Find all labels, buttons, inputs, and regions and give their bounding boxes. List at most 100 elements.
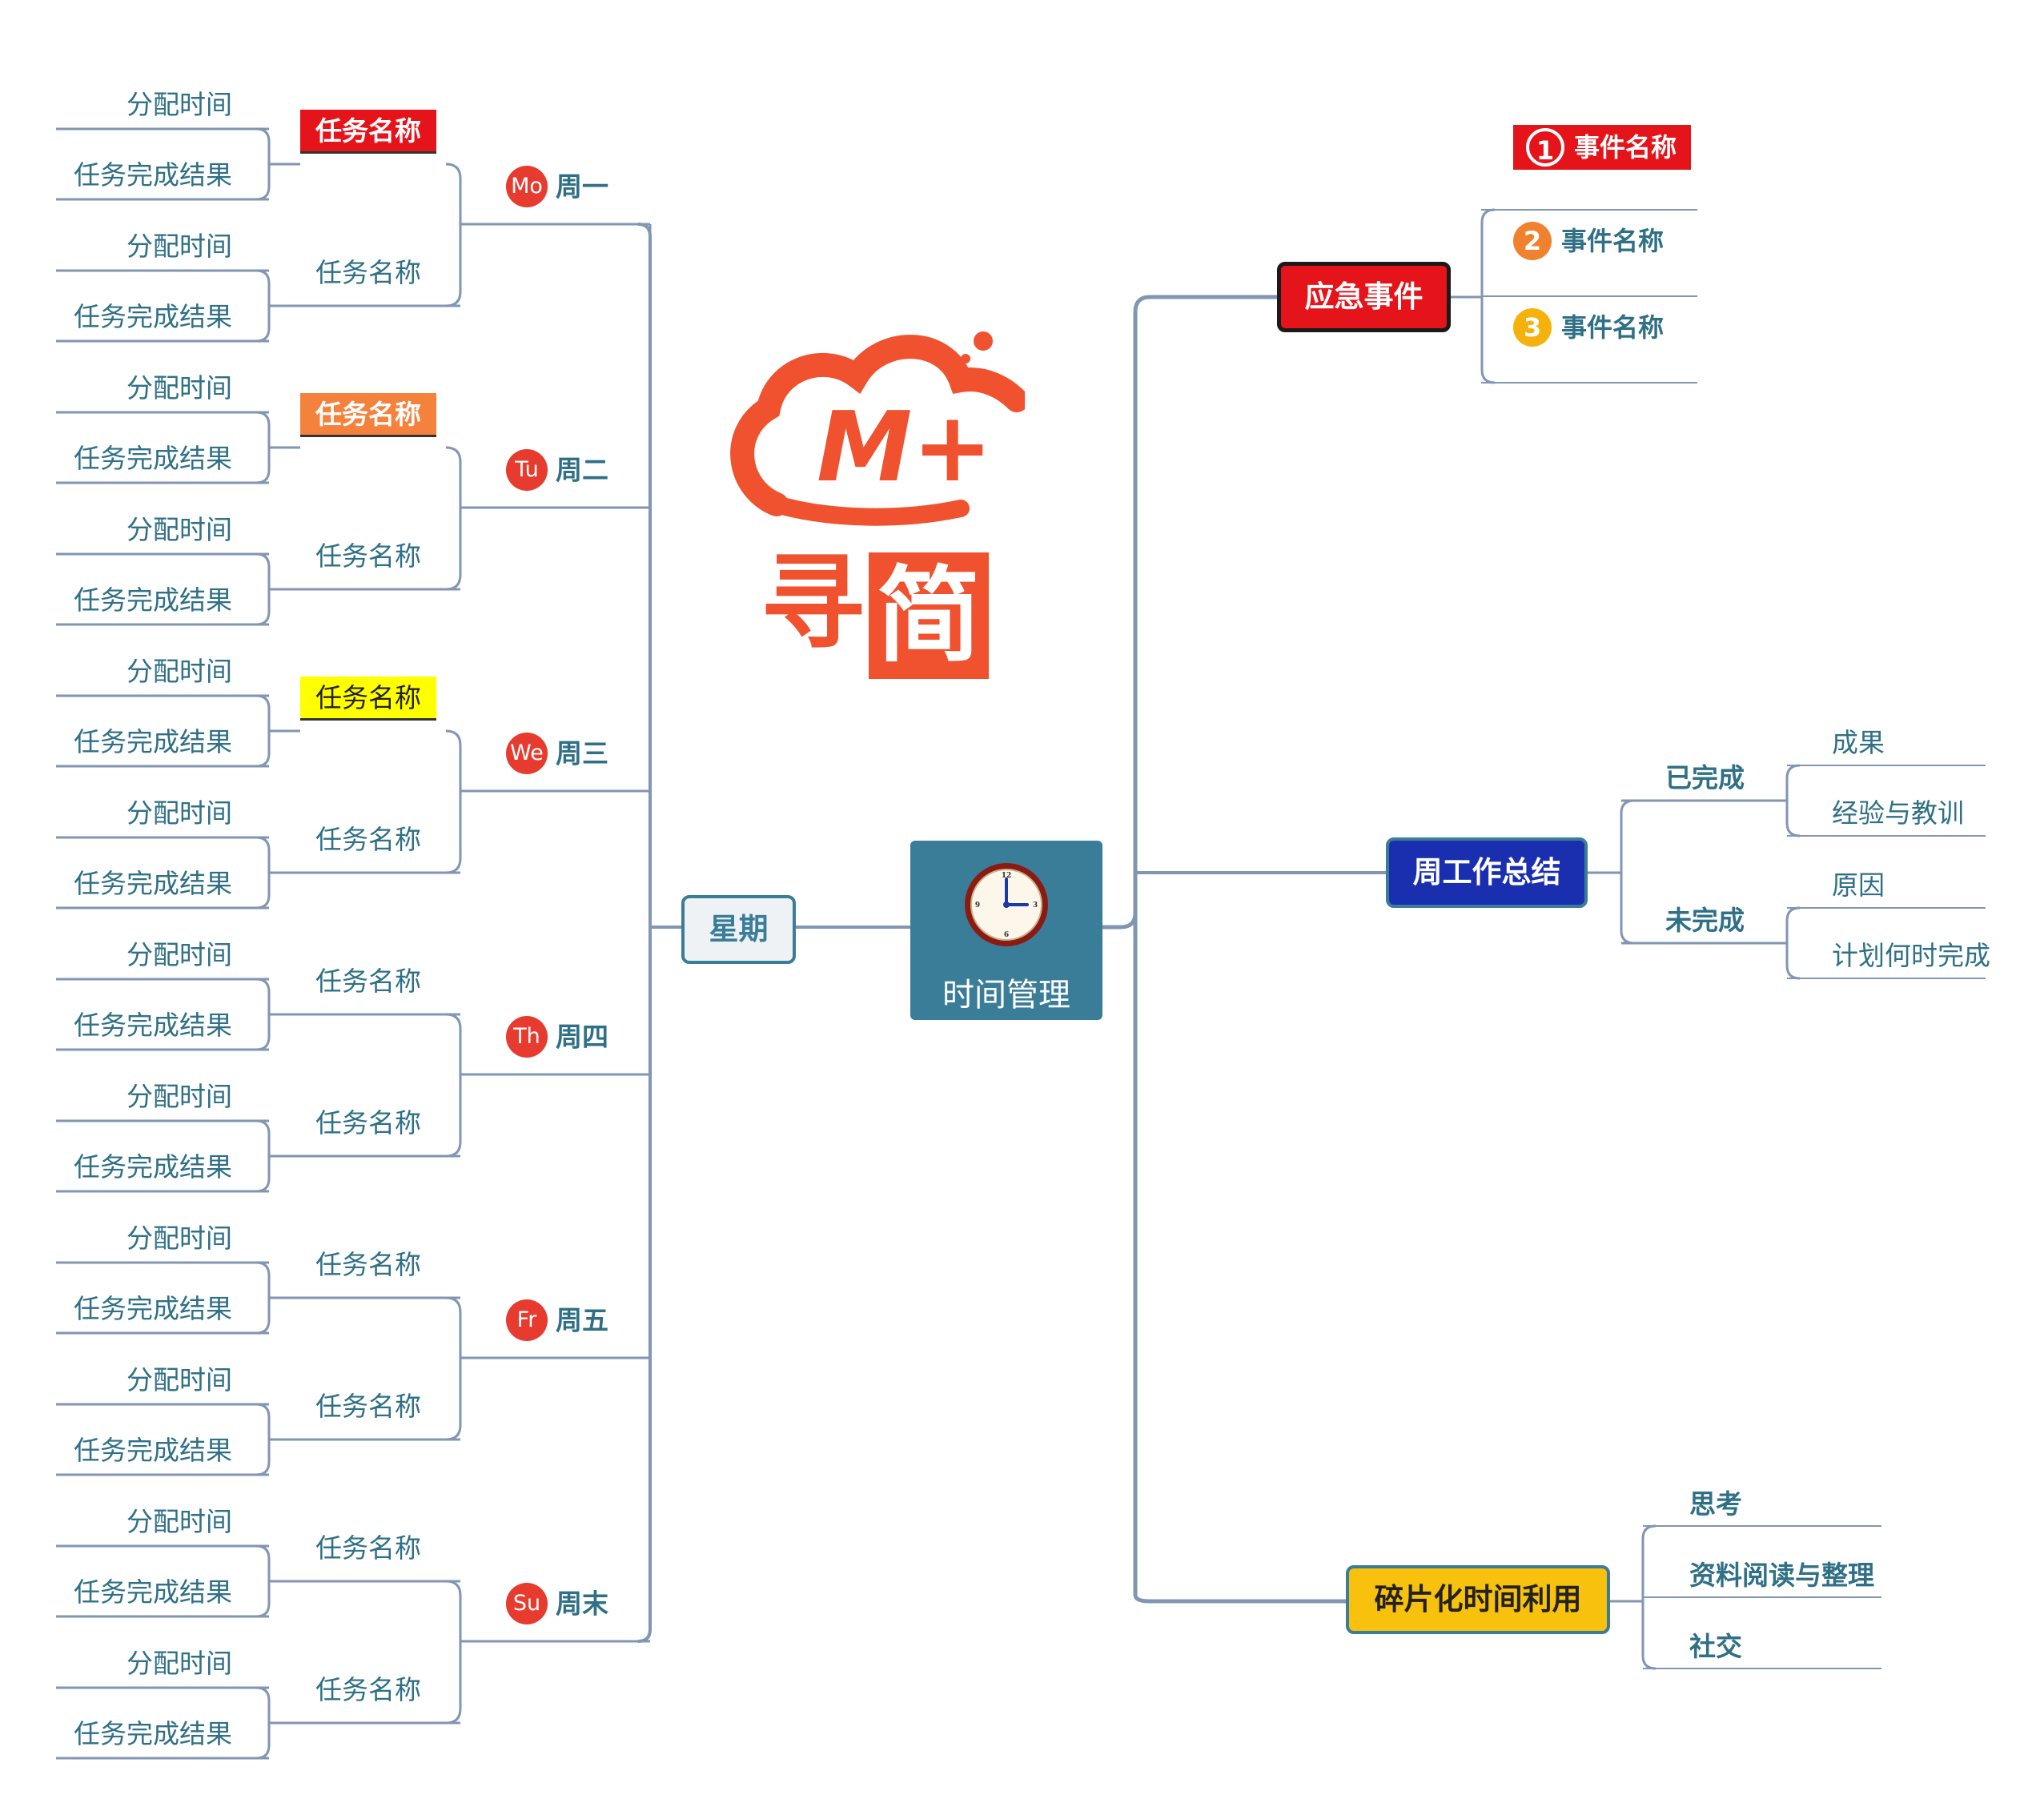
leaf-allocated-time[interactable]: 分配时间 — [126, 1223, 232, 1254]
event-name: 事件名称 — [1561, 226, 1665, 256]
branch-emergency[interactable]: 应急事件 — [1277, 262, 1451, 332]
leaf-task-result[interactable]: 任务完成结果 — [74, 159, 232, 191]
task-name[interactable]: 任务名称 — [300, 677, 436, 721]
leaf-allocated-time[interactable]: 分配时间 — [126, 1364, 232, 1395]
fragment-item[interactable]: 思考 — [1689, 1488, 1742, 1520]
fragment-item[interactable]: 资料阅读与整理 — [1689, 1560, 1874, 1591]
leaf-task-result[interactable]: 任务完成结果 — [74, 1151, 232, 1183]
day-name: 周三 — [556, 737, 608, 769]
day-badge: Mo — [506, 166, 548, 207]
leaf-task-result[interactable]: 任务完成结果 — [74, 1718, 232, 1749]
day-name: 周一 — [556, 171, 608, 203]
day-badge: Fr — [506, 1299, 548, 1341]
event-name: 事件名称 — [1574, 132, 1677, 163]
task-bracket — [255, 1403, 271, 1476]
leaf-allocated-time[interactable]: 分配时间 — [126, 1648, 232, 1679]
task-bracket — [255, 1261, 271, 1335]
task-bracket — [255, 552, 271, 626]
branch-fragment-time[interactable]: 碎片化时间利用 — [1346, 1565, 1610, 1634]
day-bracket — [445, 1013, 462, 1158]
logo-text-right: 简 — [869, 552, 989, 679]
leaf-task-result[interactable]: 任务完成结果 — [74, 443, 232, 474]
logo-mark: M+ — [817, 392, 993, 504]
event-item[interactable]: 1 事件名称 — [1513, 125, 1692, 170]
leaf-task-result[interactable]: 任务完成结果 — [74, 726, 232, 757]
event-number-icon: 1 — [1526, 128, 1564, 167]
trunk-fragment — [1133, 913, 1346, 1604]
day-name: 周二 — [556, 454, 608, 486]
leaf-task-result[interactable]: 任务完成结果 — [74, 584, 232, 616]
svg-text:6: 6 — [1004, 931, 1009, 939]
task-name[interactable]: 任务名称 — [315, 1107, 421, 1138]
event-number-icon: 3 — [1513, 308, 1552, 347]
day-bracket — [445, 1580, 462, 1725]
leaf-task-result[interactable]: 任务完成结果 — [74, 301, 232, 332]
task-name[interactable]: 任务名称 — [315, 1249, 421, 1280]
leaf-allocated-time[interactable]: 分配时间 — [126, 231, 232, 262]
task-bracket — [255, 411, 271, 484]
summary-item[interactable]: 计划何时完成 — [1832, 940, 1990, 971]
summary-group-0[interactable]: 已完成 — [1665, 762, 1745, 793]
leaf-task-result[interactable]: 任务完成结果 — [74, 868, 232, 899]
leaf-task-result[interactable]: 任务完成结果 — [74, 1010, 232, 1041]
branch-weekdays[interactable]: 星期 — [681, 895, 796, 964]
day-badge: Th — [506, 1016, 548, 1058]
day-badge: We — [506, 733, 548, 774]
task-bracket — [255, 127, 271, 201]
branch-fragment-time-label: 碎片化时间利用 — [1374, 1582, 1582, 1616]
branch-weekly-summary[interactable]: 周工作总结 — [1386, 837, 1588, 908]
task-bracket — [255, 694, 271, 768]
leaf-allocated-time[interactable]: 分配时间 — [126, 797, 232, 829]
task-name[interactable]: 任务名称 — [315, 540, 421, 572]
task-name[interactable]: 任务名称 — [315, 1532, 421, 1564]
fragment-item[interactable]: 社交 — [1689, 1631, 1742, 1662]
cloud-logo-icon — [730, 331, 1025, 526]
center-label: 时间管理 — [942, 977, 1070, 1014]
summary-item[interactable]: 经验与教训 — [1832, 797, 1964, 829]
leaf-task-result[interactable]: 任务完成结果 — [74, 1576, 232, 1608]
task-name[interactable]: 任务名称 — [315, 1674, 421, 1705]
leaf-allocated-time[interactable]: 分配时间 — [126, 1081, 232, 1112]
branch-weekly-summary-label: 周工作总结 — [1412, 855, 1561, 889]
task-name[interactable]: 任务名称 — [300, 393, 436, 437]
logo-text-left: 寻 — [761, 542, 865, 664]
task-name[interactable]: 任务名称 — [315, 257, 421, 288]
task-bracket — [255, 1119, 271, 1193]
day-name: 周末 — [556, 1588, 608, 1620]
task-name[interactable]: 任务名称 — [315, 1391, 421, 1422]
task-bracket — [255, 978, 271, 1051]
summary-group-1[interactable]: 未完成 — [1665, 905, 1745, 936]
leaf-allocated-time[interactable]: 分配时间 — [126, 89, 232, 120]
task-bracket — [255, 1544, 271, 1618]
svg-text:9: 9 — [975, 902, 980, 910]
leaf-allocated-time[interactable]: 分配时间 — [126, 514, 232, 545]
day-bracket — [445, 729, 462, 874]
leaf-allocated-time[interactable]: 分配时间 — [126, 939, 232, 970]
branch-weekdays-label: 星期 — [709, 912, 769, 946]
task-name[interactable]: 任务名称 — [315, 966, 421, 997]
leaf-allocated-time[interactable]: 分配时间 — [126, 372, 232, 404]
day-badge: Su — [506, 1583, 548, 1624]
leaf-task-result[interactable]: 任务完成结果 — [74, 1435, 232, 1466]
leaf-allocated-time[interactable]: 分配时间 — [126, 1506, 232, 1537]
task-name[interactable]: 任务名称 — [300, 110, 436, 154]
day-name: 周四 — [556, 1021, 608, 1053]
trunk-emergency — [1102, 295, 1277, 930]
summary-item[interactable]: 成果 — [1832, 727, 1885, 758]
leaf-allocated-time[interactable]: 分配时间 — [126, 656, 232, 687]
task-name[interactable]: 任务名称 — [315, 824, 421, 855]
day-bracket — [445, 1296, 462, 1441]
leaf-task-result[interactable]: 任务完成结果 — [74, 1293, 232, 1324]
summary-item[interactable]: 原因 — [1832, 869, 1885, 901]
branch-emergency-label: 应急事件 — [1304, 279, 1424, 314]
day-bracket — [445, 163, 462, 307]
